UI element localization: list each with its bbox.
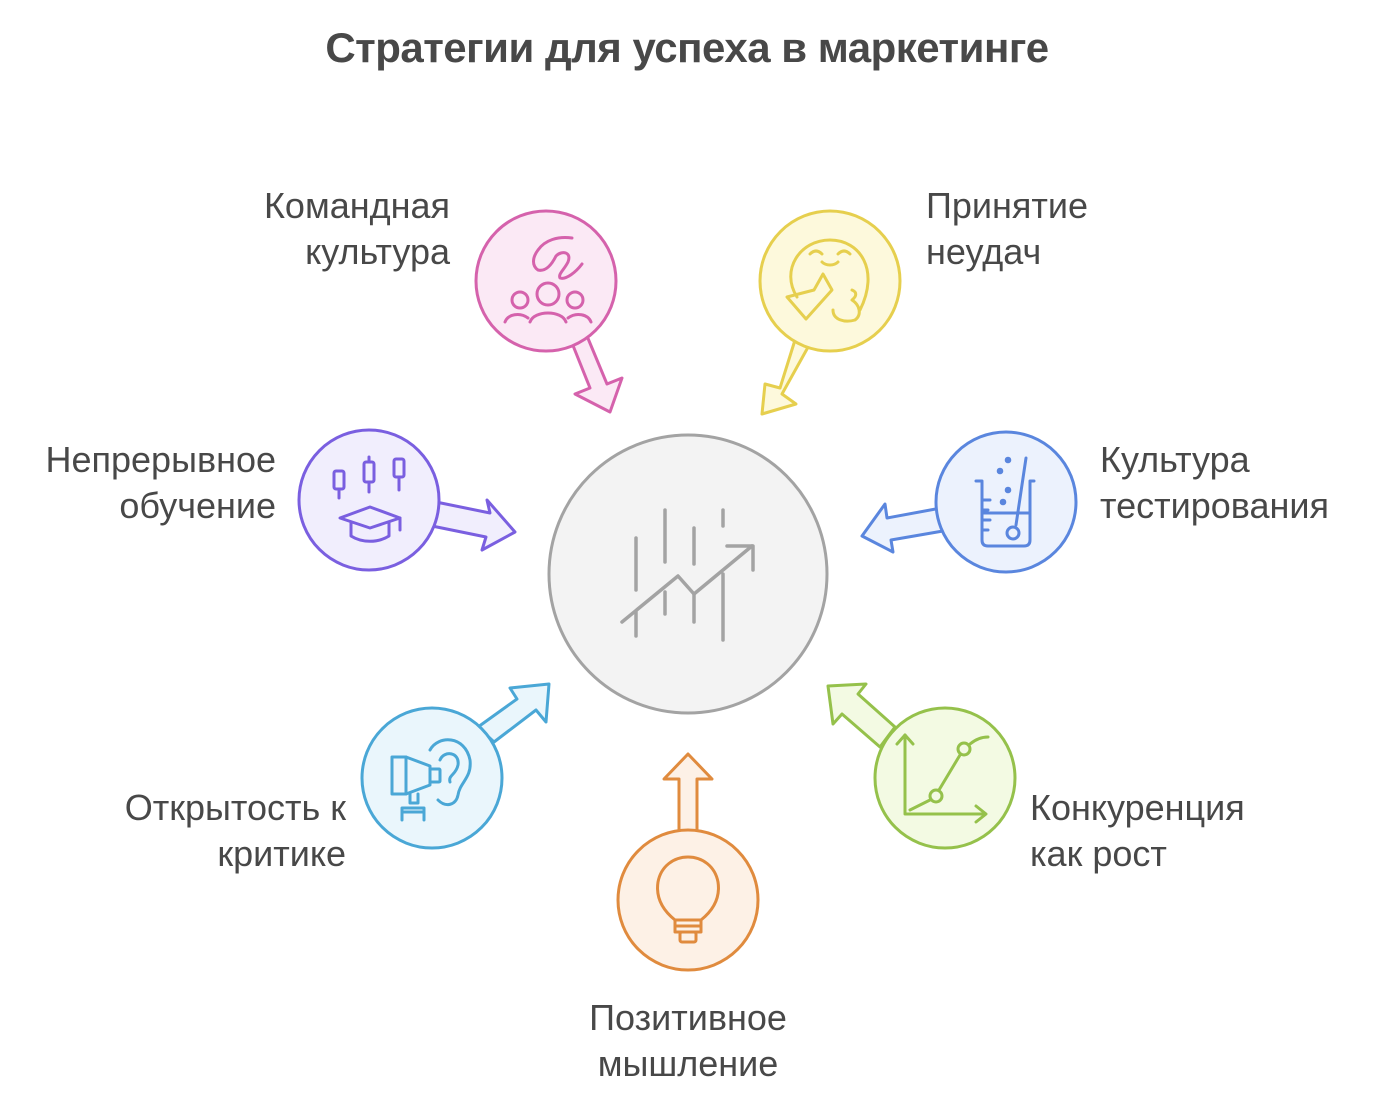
rising-chart-icon	[620, 508, 755, 642]
label-competition-growth: Конкуренция как рост	[1030, 785, 1245, 877]
graduation-cap-icon	[332, 455, 406, 543]
reading-smile-icon	[785, 238, 870, 323]
label-line: критике	[217, 833, 346, 874]
label-testing-culture: Культура тестирования	[1100, 437, 1329, 529]
label-line: тестирования	[1100, 485, 1329, 526]
label-line: мышление	[597, 1043, 779, 1084]
node-continuous-learning	[297, 428, 517, 572]
label-line: культура	[305, 231, 450, 272]
page-title: Стратегии для успеха в маркетинге	[325, 24, 1049, 71]
team-hand-icon	[503, 236, 593, 324]
node-accepting-failure	[758, 209, 902, 416]
center-node	[547, 433, 829, 715]
ear-megaphone-icon	[390, 738, 472, 822]
label-line: Командная	[263, 185, 450, 226]
label-team-culture: Командная культура	[264, 183, 450, 275]
label-openness-criticism: Открытость к критике	[125, 785, 346, 877]
node-team-culture	[474, 209, 624, 414]
label-line: Непрерывное	[45, 439, 276, 480]
label-line: Конкуренция	[1030, 787, 1245, 828]
growth-graph-icon	[895, 733, 990, 824]
node-openness-criticism	[360, 682, 551, 850]
label-line: Позитивное	[589, 997, 787, 1038]
label-accepting-failure: Принятие неудач	[926, 183, 1088, 275]
label-positive-thinking: Позитивное мышление	[540, 995, 836, 1087]
node-competition-growth	[826, 682, 1017, 850]
lightbulb-icon	[656, 855, 720, 944]
label-continuous-learning: Непрерывное обучение	[45, 437, 276, 529]
node-testing-culture	[860, 430, 1078, 574]
node-positive-thinking	[616, 752, 760, 972]
label-line: Открытость к	[124, 787, 346, 828]
label-line: Принятие	[926, 185, 1088, 226]
beaker-icon	[974, 456, 1036, 548]
label-line: обучение	[119, 485, 276, 526]
label-line: неудач	[926, 231, 1042, 272]
label-line: как рост	[1030, 833, 1167, 874]
label-line: Культура	[1100, 439, 1250, 480]
